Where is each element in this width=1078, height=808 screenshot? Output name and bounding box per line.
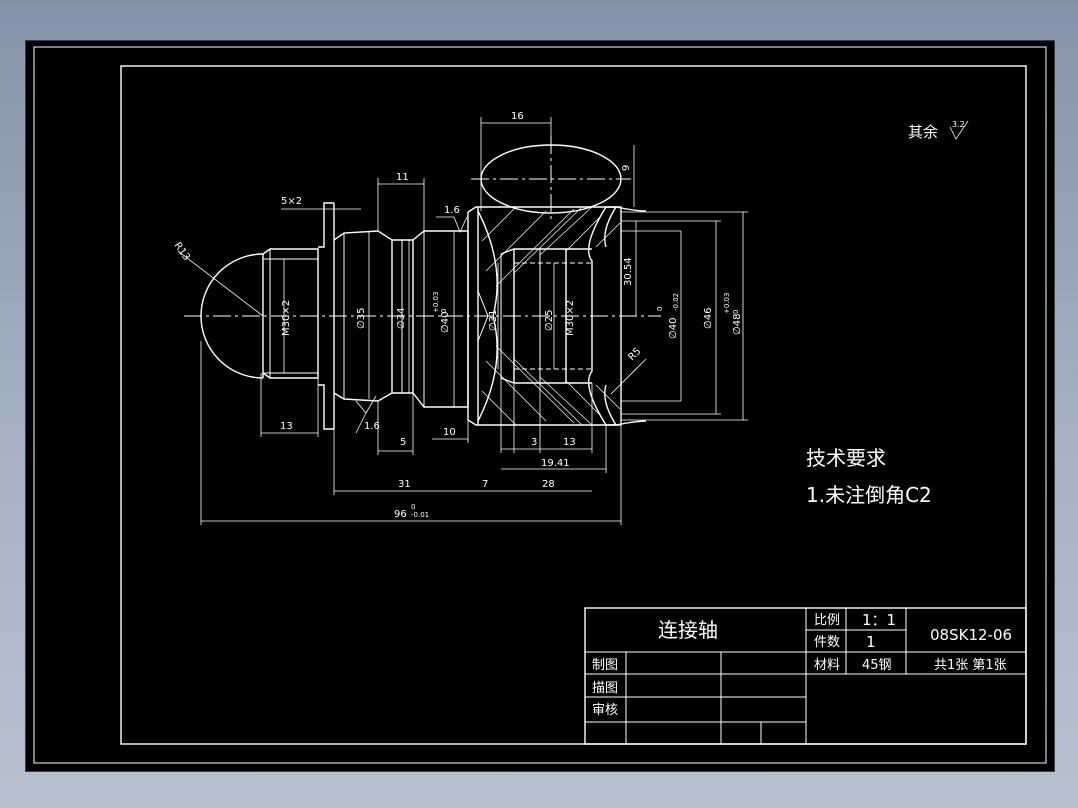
dimensions: 16 9 11 5×2 R13 1.6 1.6 M30×2 ∅35 ∅34 ∅4… [172, 111, 748, 525]
dim-3: 3 [531, 437, 537, 448]
dim-11: 11 [396, 172, 409, 183]
dim-10: 10 [443, 427, 456, 438]
outer-border [33, 46, 1047, 764]
dim-r5: R5 [626, 346, 643, 363]
dim-m30-left: M30×2 [281, 300, 292, 336]
dim-dia46: ∅46 [703, 308, 714, 329]
count-value: 1 [866, 633, 876, 651]
dim-dia40-right-tol1: 0 [656, 307, 664, 311]
tech-req-title: 技术要求 [806, 446, 886, 470]
dim-96-tol1: 0 [411, 503, 415, 511]
dim-dia48: ∅48 [732, 314, 743, 335]
dim-7: 7 [482, 479, 488, 490]
material-value: 45钢 [862, 658, 892, 673]
rough-1-6-top: 1.6 [444, 205, 460, 216]
dim-dia40: ∅40 [440, 312, 451, 333]
dim-5x2: 5×2 [281, 196, 302, 207]
ratio-value: 1：1 [862, 611, 896, 629]
count-label: 件数 [814, 635, 840, 650]
dim-dia31: ∅31 [488, 310, 499, 331]
inner-border [120, 65, 1027, 745]
review-label: 审核 [592, 703, 618, 718]
dim-19-41: 19.41 [541, 458, 570, 469]
dim-dia40-tol: +0.03 [432, 292, 440, 313]
dim-30-54: 30.54 [623, 257, 634, 286]
dim-96-tol2: -0.01 [411, 511, 429, 519]
material-label: 材料 [814, 658, 840, 673]
dim-16: 16 [511, 111, 524, 122]
dim-dia40-right: ∅40 [668, 318, 679, 339]
dim-dia40-right-tol2: -0.02 [672, 293, 680, 311]
part-name: 连接轴 [658, 618, 718, 642]
dim-13-right: 13 [563, 437, 576, 448]
dim-13-left: 13 [280, 421, 293, 432]
part-outline [200, 136, 647, 430]
ratio-label: 比例 [814, 613, 840, 628]
dim-dia35: ∅35 [356, 308, 367, 329]
dim-dia48-tol1: +0.03 [723, 293, 731, 314]
dim-28: 28 [542, 479, 555, 490]
rough-1-6-bottom: 1.6 [364, 421, 380, 432]
cad-viewport[interactable]: 16 9 11 5×2 R13 1.6 1.6 M30×2 ∅35 ∅34 ∅4… [25, 40, 1055, 772]
draw-label: 制图 [592, 658, 618, 673]
roughness-symbol [949, 120, 969, 140]
trace-label: 描图 [592, 681, 618, 696]
dim-96: 96 [394, 509, 407, 520]
dim-31: 31 [398, 479, 411, 490]
roughness-label: 其余 [908, 123, 938, 141]
dim-5: 5 [400, 437, 406, 448]
dim-dia40-tol2: 0 [440, 309, 448, 313]
section-hatch [481, 206, 621, 426]
title-block [584, 607, 1027, 745]
dim-dia34: ∅34 [396, 308, 407, 329]
dim-9: 9 [621, 165, 632, 171]
dim-dia48-tol2: 0 [732, 310, 740, 314]
dim-dia25: ∅25 [544, 310, 555, 331]
technical-drawing: 16 9 11 5×2 R13 1.6 1.6 M30×2 ∅35 ∅34 ∅4… [33, 46, 1047, 764]
roughness-value: 3.2 [952, 120, 965, 129]
dim-m30-right: M30×2 [565, 300, 576, 336]
sheet-info: 共1张 第1张 [934, 658, 1007, 673]
tech-req-item-1: 1.未注倒角C2 [806, 483, 932, 507]
drawing-number: 08SK12-06 [930, 626, 1012, 644]
